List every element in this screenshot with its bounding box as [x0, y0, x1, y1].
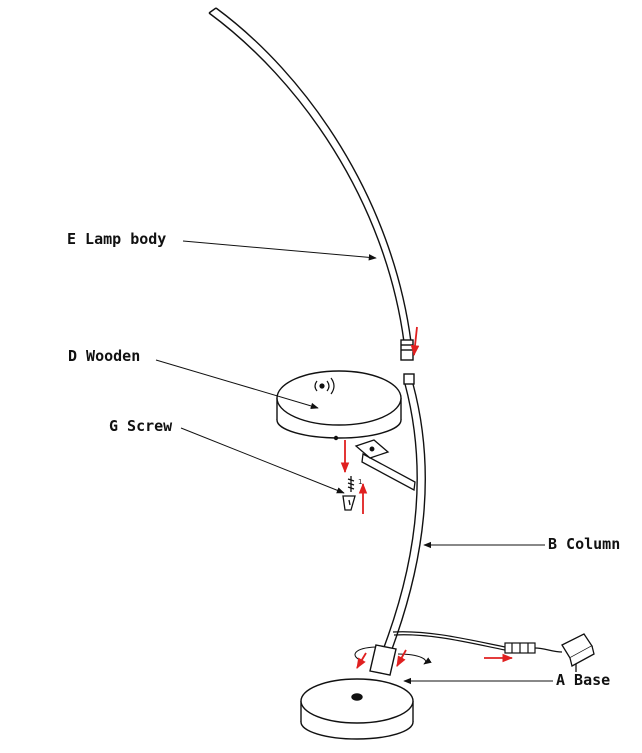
column-part — [369, 373, 426, 676]
wooden-leader — [155, 359, 319, 410]
screw-count-mark: 1 — [358, 478, 362, 486]
column-insert-arrow-left — [356, 652, 367, 669]
lamp-body-label: E Lamp body — [67, 230, 166, 248]
wooden-disc-part — [276, 370, 402, 441]
screw-leader — [180, 427, 345, 494]
lamp-body-insert-arrow — [410, 326, 420, 357]
screw-part — [342, 476, 356, 511]
power-cable — [392, 631, 563, 654]
screw-label: G Screw — [109, 417, 173, 435]
column-label: B Column — [548, 535, 620, 553]
wooden-label: D Wooden — [68, 347, 140, 365]
column-insert-arrow-right — [396, 649, 407, 667]
power-adapter-icon — [561, 633, 595, 672]
mounting-bracket — [354, 439, 416, 492]
lamp-body-leader — [182, 240, 377, 261]
wireless-charging-icon — [314, 377, 335, 395]
lamp-body-part — [208, 7, 414, 361]
base-part — [300, 678, 414, 740]
base-label: A Base — [556, 671, 610, 689]
